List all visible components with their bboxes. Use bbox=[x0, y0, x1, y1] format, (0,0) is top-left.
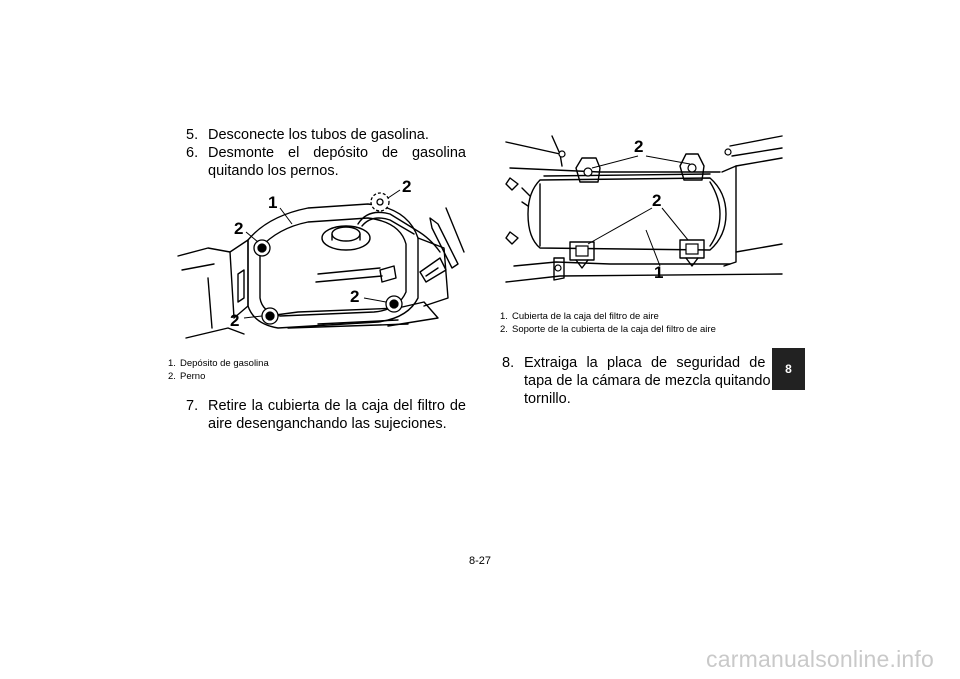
step-number: 6. bbox=[186, 145, 199, 161]
step-8: 8. Extraiga la placa de seguridad de la … bbox=[502, 354, 786, 407]
callout-2: 2 bbox=[234, 219, 243, 238]
callout-1: 1 bbox=[268, 193, 277, 212]
caption-item: 1.Depósito de gasolina bbox=[168, 358, 269, 369]
callout-2: 2 bbox=[402, 178, 411, 196]
step-text: Extraiga la placa de seguridad de la tap… bbox=[524, 355, 786, 407]
callout-2: 2 bbox=[350, 287, 359, 306]
callout-2: 2 bbox=[652, 191, 661, 210]
caption-item: 2.Perno bbox=[168, 371, 206, 382]
air-filter-case-illustration: 2 2 1 bbox=[500, 132, 785, 302]
figure-caption-list: 1.Depósito de gasolina 2.Perno bbox=[168, 357, 468, 383]
step-5: 5. Desconecte los tubos de gasolina. bbox=[186, 126, 466, 144]
callout-1: 1 bbox=[654, 263, 663, 282]
figure-caption-list: 1.Cubierta de la caja del filtro de aire… bbox=[500, 310, 785, 336]
watermark: carmanualsonline.info bbox=[706, 646, 934, 672]
step-text: Desmonte el depósito de gasolina quitand… bbox=[208, 145, 466, 179]
page-number: 8-27 bbox=[468, 555, 492, 567]
fuel-tank-illustration: 1 2 2 2 2 bbox=[168, 178, 468, 348]
step-text: Desconecte los tubos de gasolina. bbox=[208, 127, 429, 143]
step-number: 8. bbox=[502, 355, 515, 371]
caption-item: 2.Soporte de la cubierta de la caja del … bbox=[500, 324, 716, 335]
caption-item: 1.Cubierta de la caja del filtro de aire bbox=[500, 311, 659, 322]
callout-2: 2 bbox=[230, 311, 239, 330]
step-6: 6. Desmonte el depósito de gasolina quit… bbox=[186, 144, 466, 180]
callout-2: 2 bbox=[634, 137, 643, 156]
step-text: Retire la cubierta de la caja del filtro… bbox=[208, 398, 466, 432]
step-number: 5. bbox=[186, 127, 199, 143]
step-number: 7. bbox=[186, 398, 199, 414]
chapter-tab: 8 bbox=[772, 348, 805, 390]
step-7: 7. Retire la cubierta de la caja del fil… bbox=[186, 397, 466, 433]
